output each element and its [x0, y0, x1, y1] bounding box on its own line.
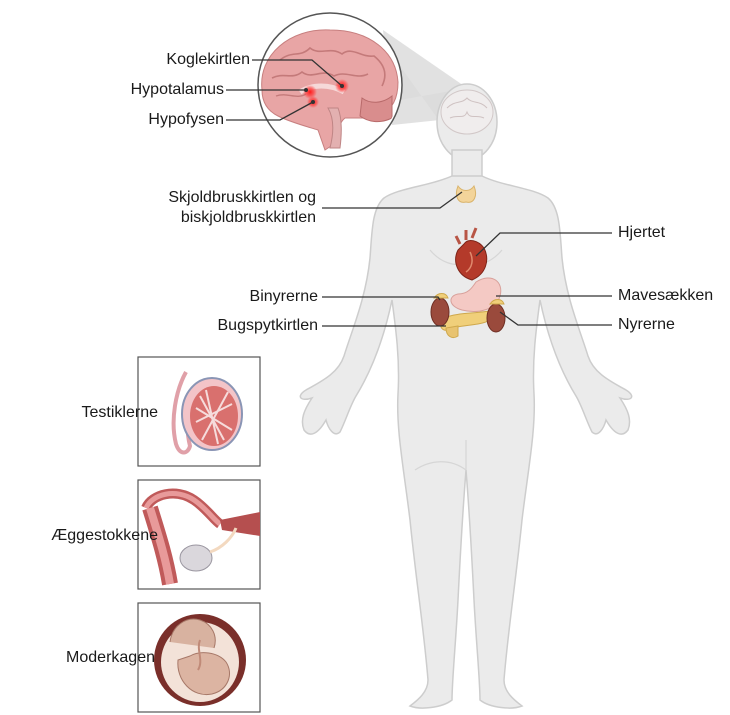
label-pituitary: Hypofysen	[148, 110, 224, 130]
brain-magnified-circle	[258, 13, 402, 157]
placenta-inset	[138, 603, 260, 712]
label-placenta: Moderkagen	[66, 648, 155, 668]
label-thyroid-line2: biskjoldbruskkirtlen	[168, 208, 316, 228]
label-thyroid: Skjoldbruskkirtlen og biskjoldbruskkirtl…	[168, 188, 316, 228]
label-hypothalamus: Hypotalamus	[131, 80, 224, 100]
label-kidneys: Nyrerne	[618, 315, 675, 335]
label-adrenal-glands: Binyrerne	[250, 287, 318, 307]
label-pineal-gland: Koglekirtlen	[166, 50, 250, 70]
label-pancreas: Bugspytkirtlen	[218, 316, 319, 336]
label-stomach: Mavesækken	[618, 286, 713, 306]
head-brain-icon	[441, 90, 493, 134]
label-testes: Testiklerne	[82, 403, 158, 423]
label-thyroid-line1: Skjoldbruskkirtlen og	[168, 188, 316, 208]
label-heart: Hjertet	[618, 223, 665, 243]
human-body	[300, 84, 631, 708]
label-ovaries: Æggestokkene	[51, 526, 158, 546]
